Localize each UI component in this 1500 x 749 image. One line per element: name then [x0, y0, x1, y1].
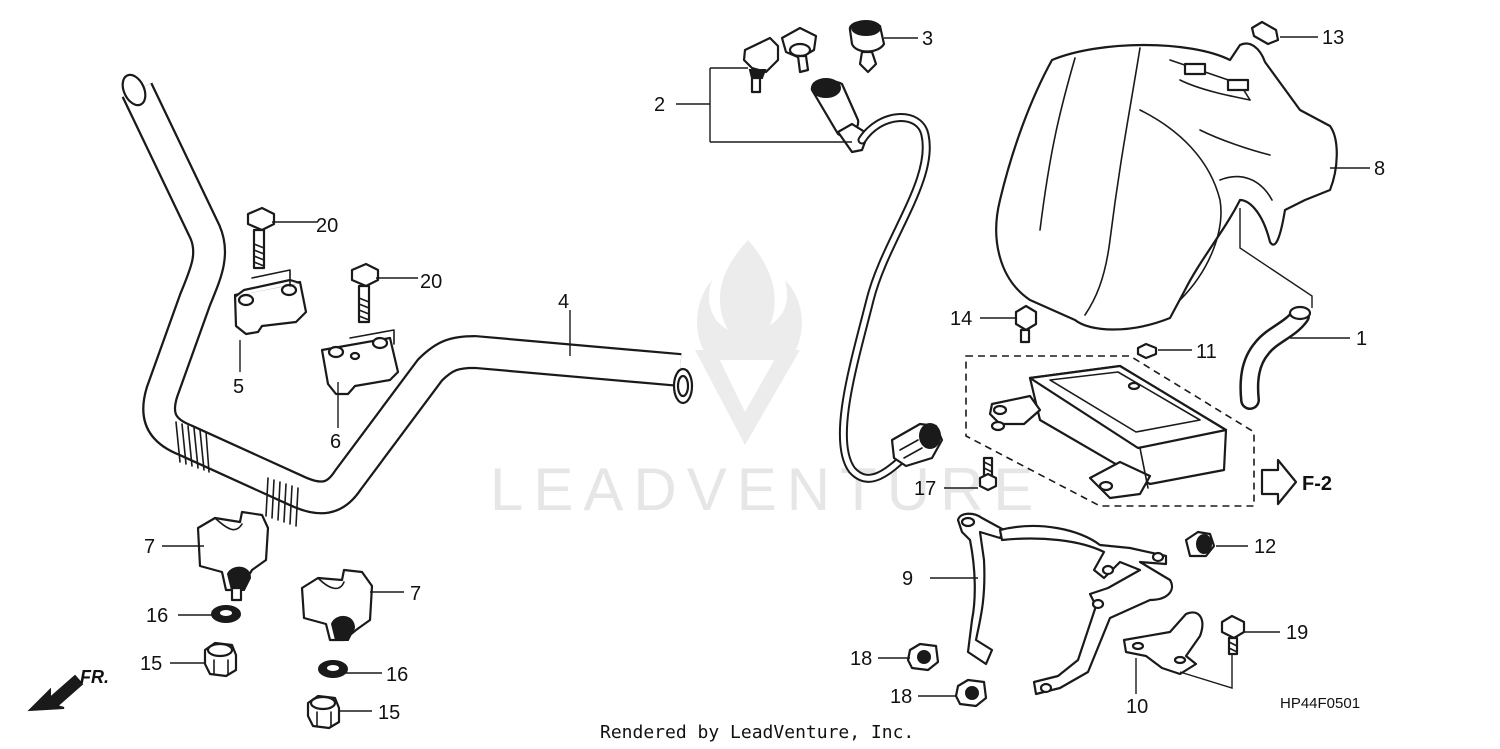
grommet-part-3[interactable] [848, 20, 886, 74]
nut-part-11[interactable] [1136, 342, 1158, 360]
front-cover-part-8[interactable] [995, 42, 1338, 331]
reference-arrow-f2 [1260, 458, 1298, 506]
callout-11: 11 [1196, 341, 1217, 363]
front-direction-label: FR. [80, 667, 109, 687]
clip-nut-part-13[interactable] [1250, 20, 1280, 46]
callout-9: 9 [902, 568, 913, 590]
bolt-part-20-right[interactable] [350, 262, 380, 324]
nut-part-15-right[interactable] [306, 694, 341, 730]
control-unit-assembly[interactable] [965, 355, 1255, 507]
callout-7-right: 7 [410, 583, 421, 605]
screw-part-17[interactable] [978, 456, 998, 492]
callout-10: 10 [1126, 696, 1148, 718]
callout-20-right: 20 [420, 271, 442, 293]
callout-8: 8 [1374, 158, 1385, 180]
bolt-part-14[interactable] [1014, 304, 1038, 344]
washer-part-16-left[interactable] [211, 605, 241, 623]
nut-part-18-lower[interactable] [954, 678, 988, 708]
stay-bracket-part-9[interactable] [956, 512, 1174, 696]
breather-tube-part-1[interactable] [1239, 305, 1312, 410]
upper-holder-part-5[interactable] [233, 269, 308, 336]
bolt-part-19[interactable] [1220, 614, 1246, 656]
callout-13: 13 [1322, 27, 1344, 49]
handlebar-part-4[interactable] [118, 71, 694, 527]
callout-19: 19 [1286, 622, 1308, 644]
nut-part-18-upper[interactable] [906, 642, 940, 672]
callout-3: 3 [922, 28, 933, 50]
callout-5: 5 [233, 376, 244, 398]
callout-17: 17 [914, 478, 936, 500]
render-credit: Rendered by LeadVenture, Inc. [600, 722, 914, 743]
callout-15-left: 15 [140, 653, 162, 675]
callout-7-left: 7 [144, 536, 155, 558]
callout-2: 2 [654, 94, 665, 116]
callout-4: 4 [558, 291, 569, 313]
diagram-code: HP44F0501 [1280, 695, 1360, 712]
callout-14: 14 [950, 308, 972, 330]
callout-18-lower: 18 [890, 686, 912, 708]
callout-18-upper: 18 [850, 648, 872, 670]
ignition-switch-part-2[interactable] [742, 26, 944, 483]
lower-holder-part-7-left[interactable] [196, 510, 270, 602]
watermark-text: LEADVENTURE [490, 456, 1043, 523]
callout-16-left: 16 [146, 605, 168, 627]
lower-holder-part-7-right[interactable] [300, 568, 374, 642]
washer-part-16-right[interactable] [318, 660, 348, 678]
reference-label-f2: F-2 [1302, 473, 1332, 495]
callout-15-right: 15 [378, 702, 400, 724]
upper-holder-part-6[interactable] [320, 329, 400, 396]
bracket-part-10[interactable] [1122, 611, 1204, 676]
front-direction-arrow [27, 674, 84, 712]
callout-1: 1 [1356, 328, 1367, 350]
nut-part-15-left[interactable] [203, 641, 238, 678]
callout-16-right: 16 [386, 664, 408, 686]
callout-20-left: 20 [316, 215, 338, 237]
grommet-part-12[interactable] [1184, 530, 1216, 558]
bolt-part-20-left[interactable] [246, 206, 276, 270]
leader-lines [162, 36, 1370, 712]
watermark-logo [695, 240, 802, 445]
callout-6: 6 [330, 431, 341, 453]
callout-12: 12 [1254, 536, 1276, 558]
